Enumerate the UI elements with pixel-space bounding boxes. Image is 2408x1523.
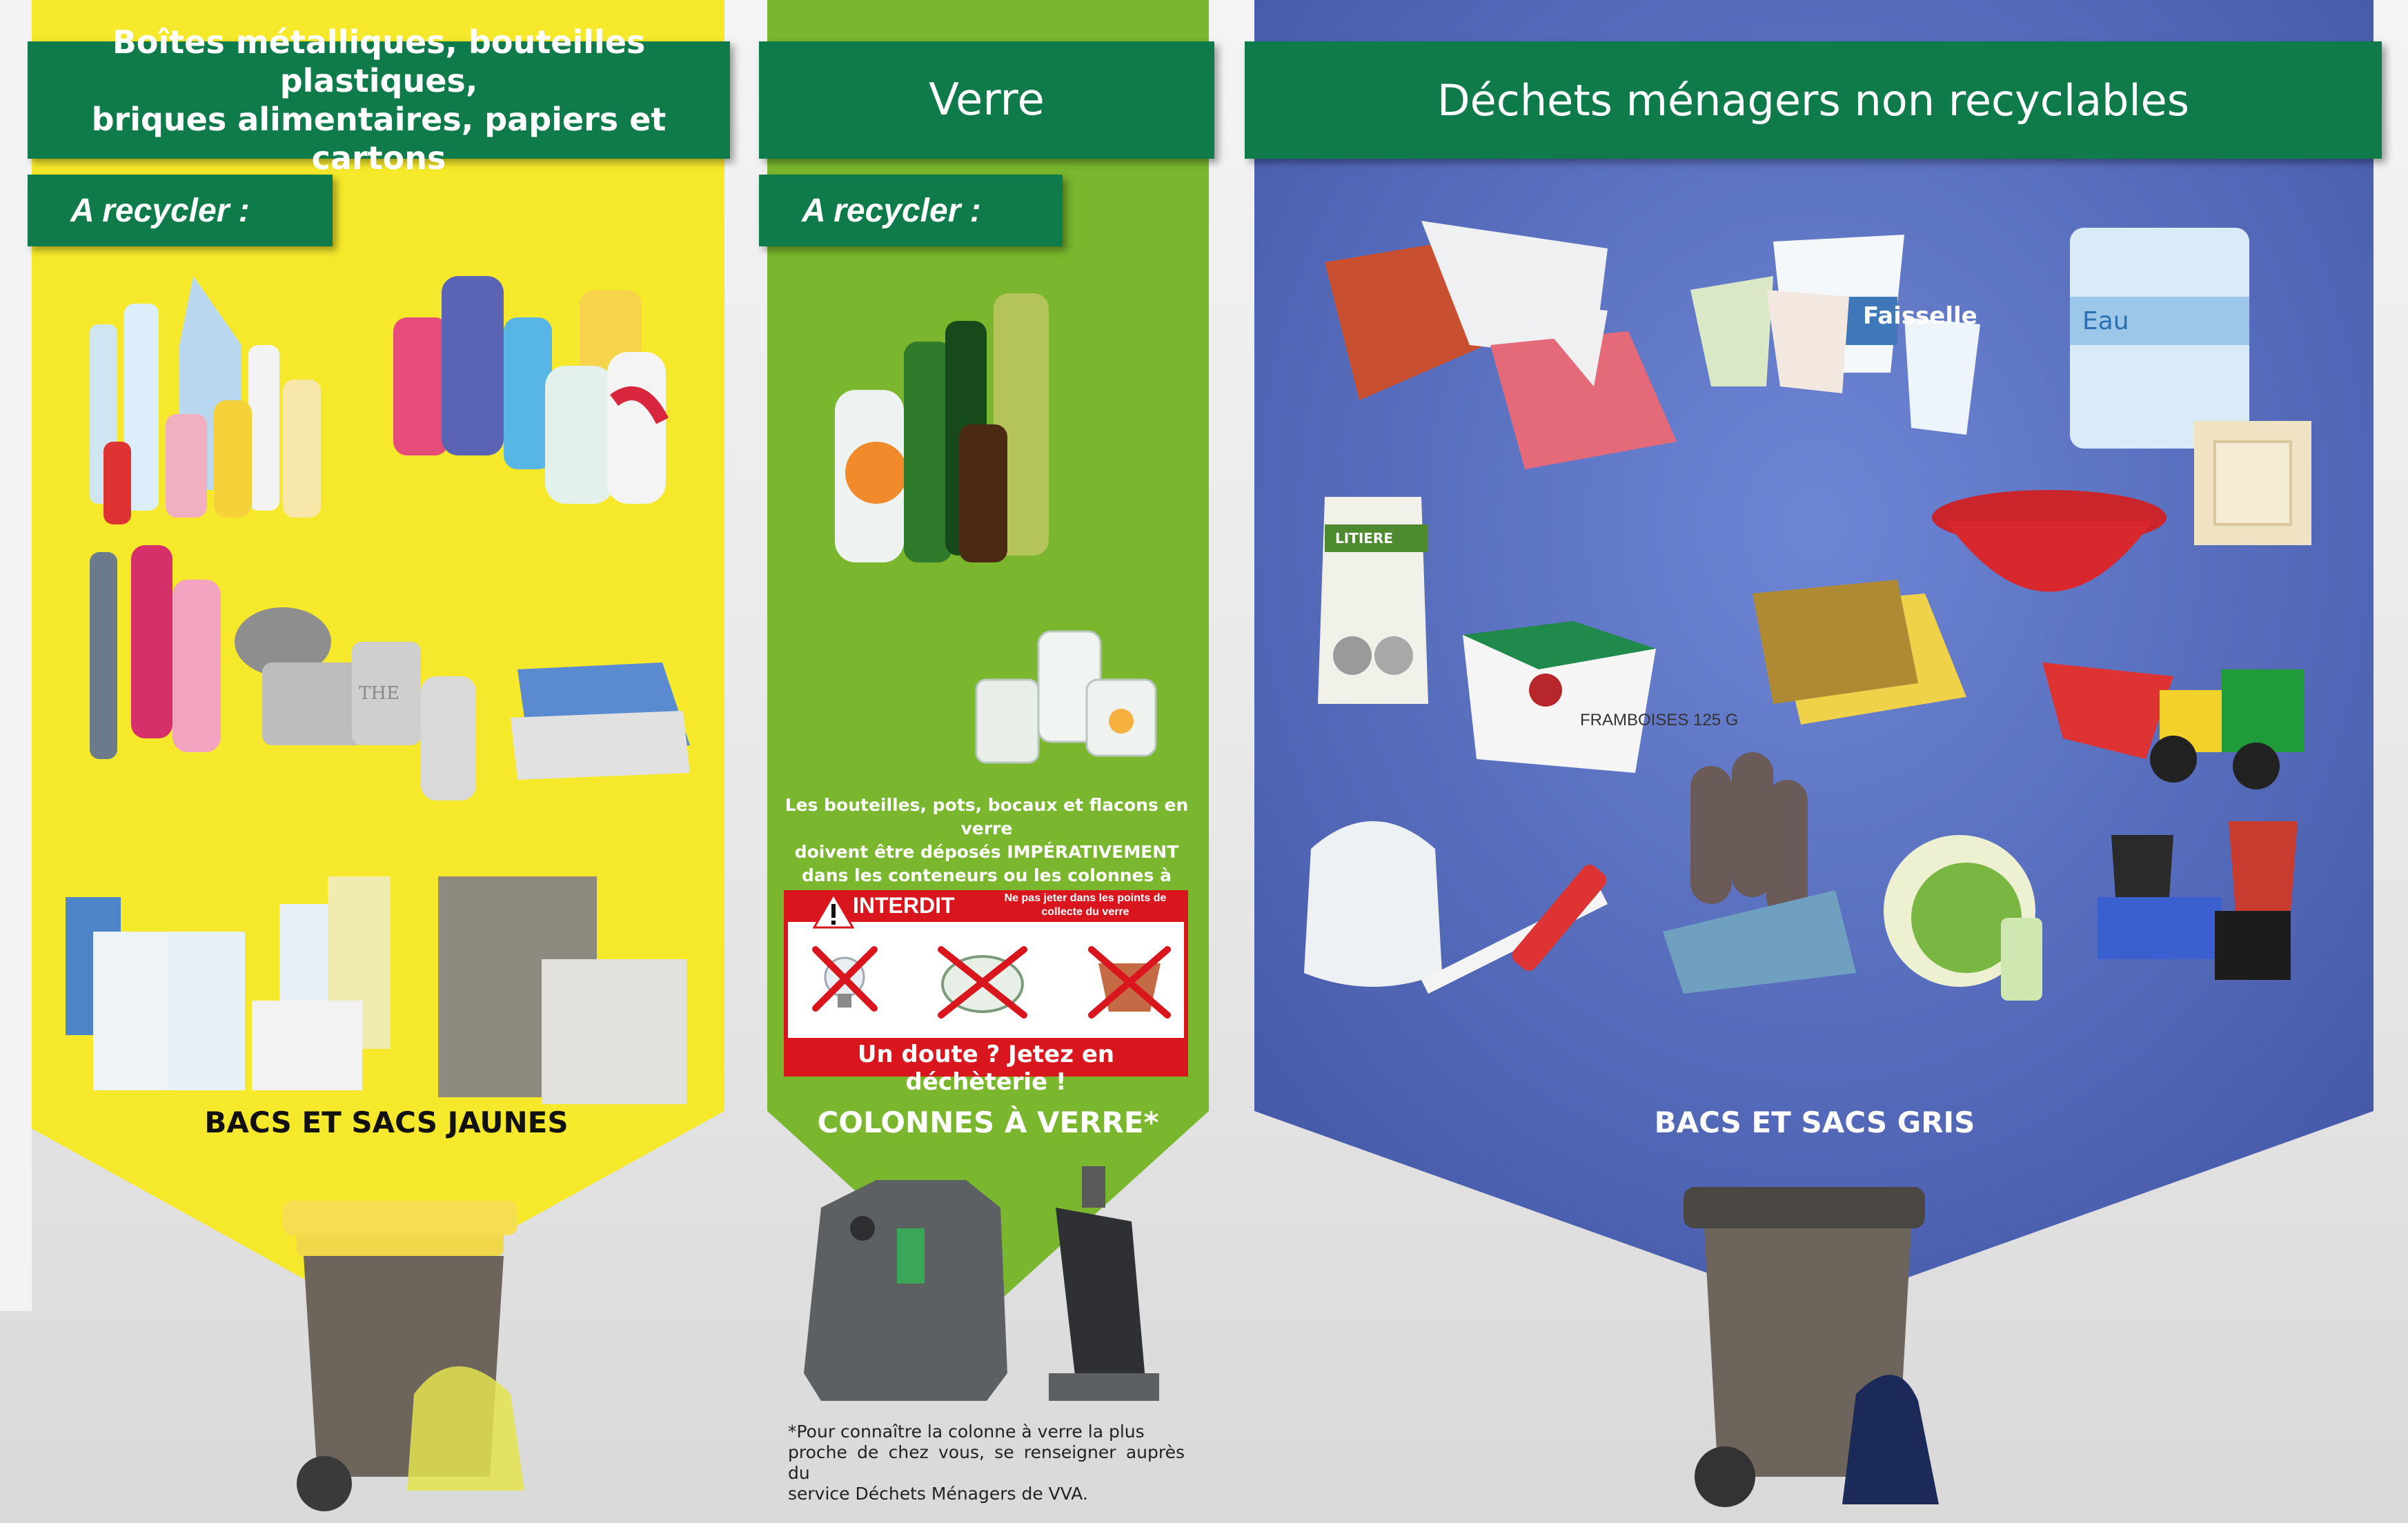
forbidden-items-image [812, 946, 1171, 1019]
toys-image [2042, 662, 2305, 789]
yogurt-pots-image [1690, 235, 1980, 435]
yellow-lid-bin-image [283, 1201, 524, 1511]
berry-basket-image [1463, 621, 1656, 773]
footnote-line3: service Déchets Ménagers de VVA. [788, 1484, 1088, 1504]
grey-bin-image [1684, 1187, 1939, 1507]
food-trays-image [1753, 580, 1966, 725]
plates-glass-image [1884, 835, 2042, 1001]
interdit-footer: Un doute ? Jetez en déchèterie ! [857, 1041, 1115, 1096]
green-subtitle: A recycler : [759, 175, 1063, 246]
yellow-title-line2: briques alimentaires, papiers et cartons [91, 101, 667, 177]
green-bin-label: COLONNES À VERRE* [817, 1106, 1159, 1139]
detergent-bottles-image [393, 276, 669, 504]
glass-note-line1: Les bouteilles, pots, bocaux et flacons … [784, 795, 1189, 838]
yellow-panel-title: Boîtes métalliques, bouteilles plastique… [28, 23, 730, 177]
glass-jars-image [975, 630, 1157, 764]
interdit-side-line2: collecte du verre [1041, 906, 1129, 918]
glass-note-line2: doivent être déposés IMPÉRATIVEMENT [794, 842, 1179, 862]
wrappers-image [1325, 221, 1677, 469]
framboises-text: FRAMBOISES [1580, 711, 1689, 729]
wipes-rolls-image [1663, 752, 1856, 994]
blue-panel-title: Déchets ménagers non recyclables [1245, 41, 2382, 159]
footnote-line1: *Pour connaître la colonne à verre la pl… [788, 1422, 1145, 1442]
litiere-label: LITIERE [1335, 530, 1393, 547]
diaper-image [1304, 821, 1442, 987]
interdit-title: INTERDIT [853, 893, 955, 918]
colander-image [1932, 490, 2167, 592]
litter-bag-image [1318, 497, 1428, 704]
toothpaste-brush-image [1421, 865, 1608, 994]
eau-label: Eau [2082, 307, 2129, 335]
interdit-side-line1: Ne pas jeter dans les points de [1004, 892, 1167, 904]
plant-pots-image [2098, 821, 2298, 980]
framboises-weight: 125 G [1693, 711, 1739, 729]
glass-footnote: *Pour connaître la colonne à verre la pl… [788, 1422, 1185, 1504]
interdit-box: INTERDIT Ne pas jeter dans les points de… [784, 890, 1188, 1096]
glass-bottles-image [835, 293, 1049, 562]
interdit-side-note: Ne pas jeter dans les points de collecte… [985, 892, 1185, 919]
blister-pack-image [2194, 421, 2311, 545]
yellow-subtitle: A recycler : [28, 175, 333, 246]
green-panel-title: Verre [759, 41, 1214, 159]
glass-container-image [804, 1166, 1159, 1401]
yellow-bin-label: BACS ET SACS JAUNES [204, 1106, 569, 1139]
framboises-label: FRAMBOISES 125 G [1580, 711, 1738, 730]
blue-bin-label: BACS ET SACS GRIS [1654, 1106, 1975, 1139]
warning-icon [813, 893, 854, 929]
faisselle-label: Faisselle [1863, 302, 1977, 330]
footnote-line2: proche de chez vous, se renseigner auprè… [788, 1442, 1185, 1483]
plastic-bottles-image [90, 276, 321, 524]
water-pack-image [2070, 228, 2249, 449]
glass-deposit-note: Les bouteilles, pots, bocaux et flacons … [780, 794, 1194, 911]
metal-cans-image [90, 545, 690, 800]
yellow-title-line1: Boîtes métalliques, bouteilles plastique… [112, 23, 646, 99]
cartons-image [66, 876, 687, 1104]
the-tin-label: THE [359, 683, 399, 704]
